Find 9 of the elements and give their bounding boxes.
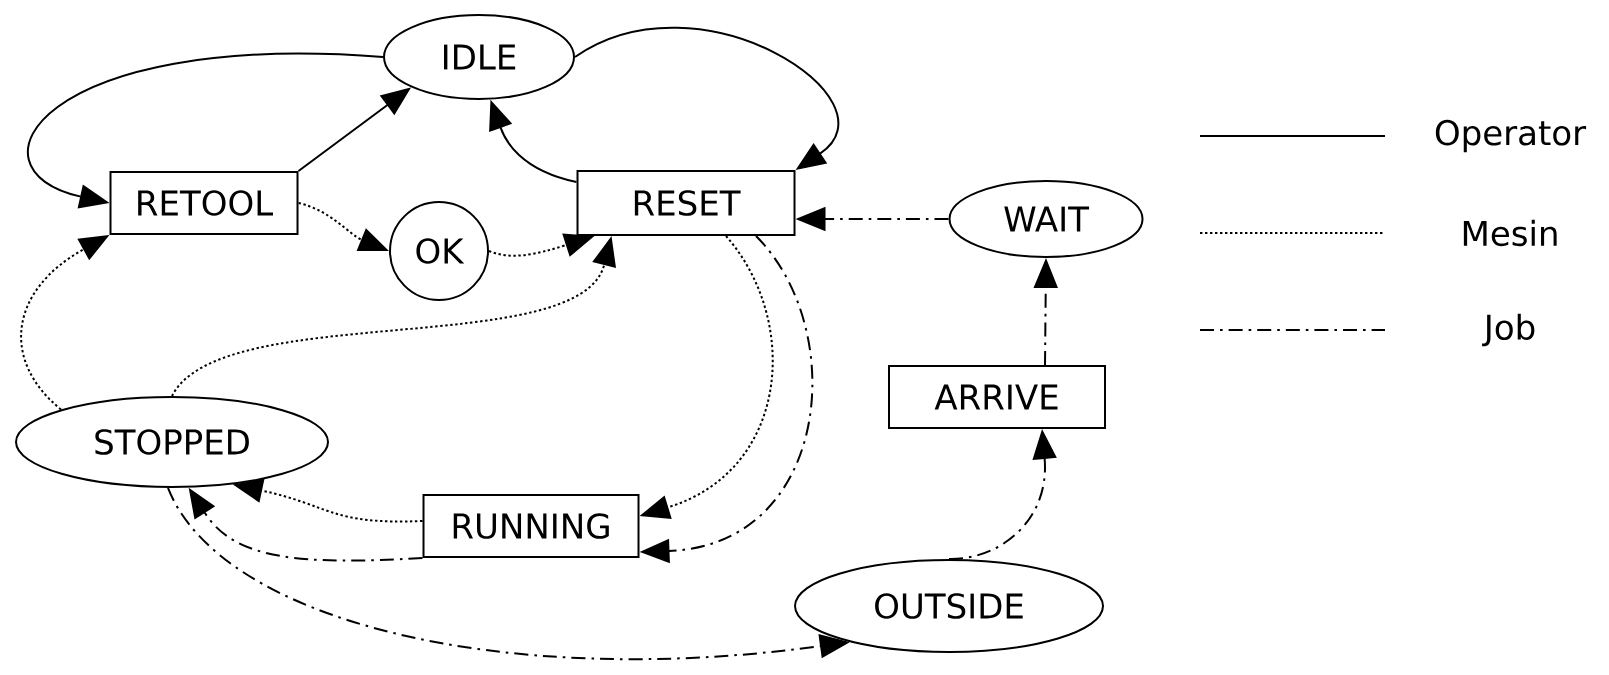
- state-box: RUNNING: [422, 494, 640, 558]
- legend-label: Mesin: [1463, 219, 1557, 247]
- state-box: RESET: [576, 170, 796, 236]
- state-box: RETOOL: [109, 171, 299, 235]
- legend-label: Job: [1482, 313, 1535, 347]
- legend-label: Operator: [1435, 119, 1587, 153]
- arrow: [27, 52, 384, 209]
- arrow: [574, 26, 840, 170]
- state-box: ARRIVE: [888, 365, 1106, 429]
